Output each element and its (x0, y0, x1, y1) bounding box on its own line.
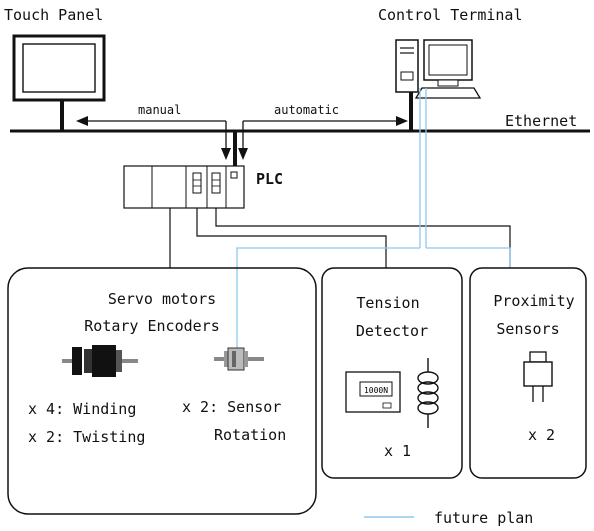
proximity-box (469, 267, 587, 479)
qty-winding: x 4: Winding (28, 400, 136, 418)
plc-ethernet-link (233, 131, 237, 171)
plc-unit (123, 165, 245, 209)
tension-meter-icon (345, 371, 401, 413)
tension-title-1: Tension (356, 294, 419, 312)
manual-label: manual (138, 103, 181, 117)
future-wiring (236, 88, 511, 355)
computer-icon (395, 39, 482, 130)
automatic-arrow (238, 116, 408, 160)
control-terminal-label: Control Terminal (378, 6, 523, 24)
qty-twisting: x 2: Twisting (28, 428, 145, 446)
servo-box (7, 267, 317, 515)
touch-panel-icon (12, 34, 106, 130)
servo-motor-icon (62, 345, 138, 377)
load-cell-coil-icon (417, 358, 439, 428)
encoder-icon (214, 347, 264, 371)
proximity-qty: x 2 (528, 426, 555, 444)
manual-arrow (76, 116, 231, 160)
proximity-title-2: Sensors (496, 320, 559, 338)
tension-title-2: Detector (356, 322, 428, 340)
tension-qty: x 1 (384, 442, 411, 460)
servo-title-2: Rotary Encoders (84, 317, 219, 335)
ethernet-label: Ethernet (505, 112, 577, 130)
proximity-title-1: Proximity (493, 292, 574, 310)
qty-sensor: x 2: Sensor (182, 398, 281, 416)
plc-label: PLC (256, 170, 283, 188)
automatic-label: automatic (274, 103, 339, 117)
touch-panel-label: Touch Panel (4, 6, 103, 24)
legend-future-label: future plan (434, 509, 533, 527)
tension-box (321, 267, 463, 479)
plc-wiring (169, 208, 511, 268)
proximity-sensor-icon (523, 351, 553, 402)
servo-title-1: Servo motors (108, 290, 216, 308)
qty-rotation: Rotation (214, 426, 286, 444)
tension-display-value: 1000N (364, 386, 388, 395)
